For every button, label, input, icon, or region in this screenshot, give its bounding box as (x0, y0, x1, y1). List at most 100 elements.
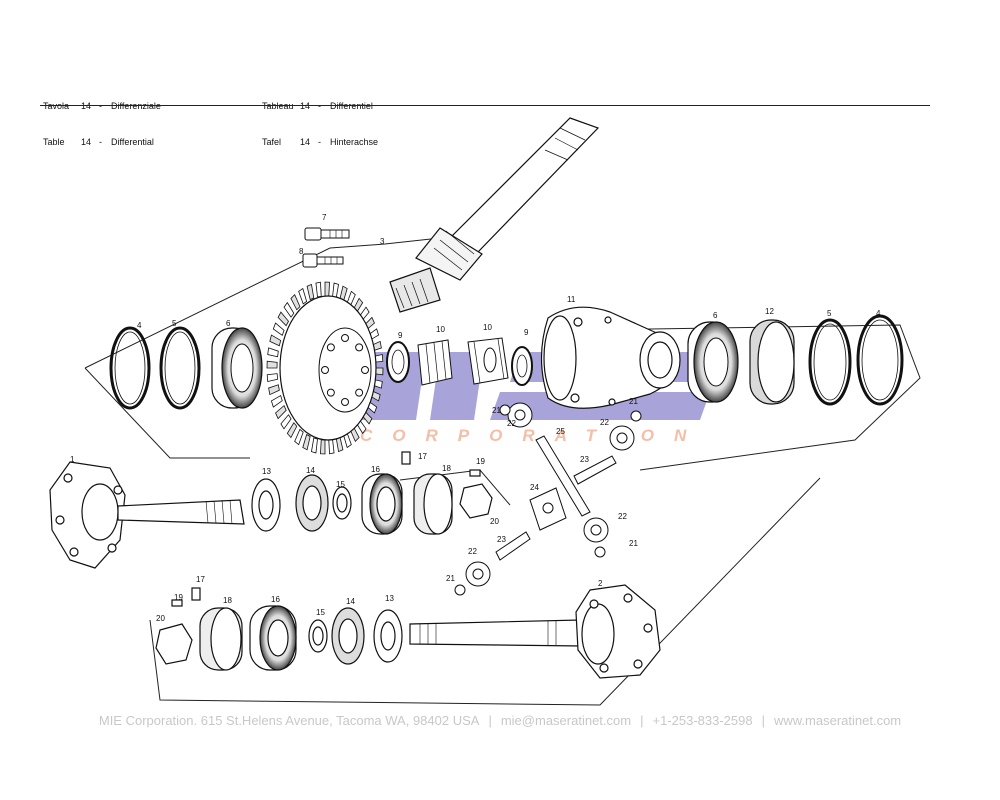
callout-number: 21 (446, 574, 455, 583)
callout-number: 14 (346, 597, 355, 606)
footer: MIE Corporation. 615 St.Helens Avenue, T… (0, 713, 1000, 728)
crown-wheel-bolt-holes (321, 334, 369, 406)
callout-number: 22 (600, 418, 609, 427)
callout-number: 25 (556, 427, 565, 436)
block-24 (529, 487, 567, 531)
header-rule (40, 105, 930, 106)
differential-housing (540, 306, 681, 409)
crown-wheel-tooth (311, 437, 318, 454)
ring-5-left (159, 326, 201, 410)
crown-wheel-tooth (266, 373, 279, 382)
bolt-8 (302, 253, 344, 268)
right-axle-parts (155, 587, 403, 671)
callout-number: 5 (172, 319, 177, 328)
callout-number: 20 (156, 614, 165, 623)
pinion-22-lower (583, 517, 609, 543)
callout-number: 10 (483, 323, 492, 332)
washer-9-right (511, 346, 533, 386)
callout-number: 20 (490, 517, 499, 526)
callout-number: 8 (299, 247, 304, 256)
callout-number: 13 (262, 467, 271, 476)
ring-5-right (808, 318, 852, 406)
callout-number: 3 (380, 237, 385, 246)
ring-15-left (332, 486, 352, 520)
crown-wheel-tooth (267, 347, 279, 358)
bearing-16-right (249, 605, 297, 671)
callout-number: 17 (418, 452, 427, 461)
left-axle (49, 461, 245, 569)
spacer-12 (749, 319, 795, 405)
bolt-17-left (401, 451, 411, 465)
callout-number: 12 (765, 307, 774, 316)
side-gear-10-left (417, 339, 453, 386)
planet-gears (454, 402, 642, 596)
side-gear-10-right (467, 337, 509, 385)
footer-email[interactable]: mie@maseratinet.com (500, 713, 632, 728)
locknut-20-right (155, 623, 193, 665)
callout-number: 21 (629, 539, 638, 548)
footer-separator: | (640, 713, 644, 728)
nut-14-left (295, 474, 329, 532)
seal-13-right (373, 609, 403, 663)
callout-number: 24 (530, 483, 539, 492)
footer-company: MIE Corporation. 615 St.Helens Avenue, T… (98, 713, 480, 728)
footer-separator: | (761, 713, 765, 728)
washer-21 (630, 410, 642, 422)
footer-phone: +1-253-833-2598 (652, 713, 753, 728)
crown-wheel-tooth (270, 394, 283, 408)
callout-number: 4 (137, 321, 142, 330)
bolt-hole (326, 388, 335, 397)
crown-wheel-tooth (280, 414, 292, 430)
bearing-6-left (211, 327, 263, 409)
callout-number: 9 (524, 328, 529, 337)
crown-wheel-tooth (290, 293, 301, 311)
crown-wheel-tooth (306, 283, 315, 301)
callout-number: 13 (385, 594, 394, 603)
crown-wheel-tooth (283, 301, 295, 318)
crown-wheel-tooth (277, 311, 289, 327)
crown-wheel-tooth (266, 360, 278, 369)
pinion-22-top (507, 402, 533, 428)
crown-wheel-tooth (302, 433, 311, 451)
callout-number: 22 (507, 419, 516, 428)
locknut-20-left (459, 483, 493, 519)
bolt-hole (341, 334, 349, 342)
bolt-17-right (191, 587, 201, 601)
bolt-hole (355, 388, 364, 397)
footer-web[interactable]: www.maseratinet.com (773, 713, 902, 728)
bolt-hole (361, 366, 369, 374)
carrier-18-left (413, 473, 453, 535)
bolt-hole (341, 398, 349, 406)
washer-9-left (386, 341, 410, 383)
watermark-bar (372, 352, 426, 420)
callout-number: 4 (876, 309, 881, 318)
seal-13-left (251, 478, 281, 532)
carrier-18-right (199, 607, 243, 671)
crown-wheel-tooth (294, 428, 304, 446)
crown-wheel-tooth (332, 282, 339, 299)
crown-wheel-tooth (298, 287, 308, 305)
crown-wheel (266, 281, 384, 455)
callout-number: 7 (322, 213, 327, 222)
shaft-23 (495, 531, 531, 561)
crown-wheel-tooth (269, 334, 282, 347)
callout-number: 16 (371, 465, 380, 474)
crown-wheel-tooth (275, 404, 287, 420)
watermark-text: CORPORATION (360, 426, 706, 445)
crown-wheel-tooth (268, 384, 280, 396)
callout-number: 10 (436, 325, 445, 334)
crown-wheel-tooth (328, 438, 335, 455)
callout-number: 15 (316, 608, 325, 617)
shaft-23 (573, 455, 617, 485)
callout-number: 15 (336, 480, 345, 489)
crown-wheel-tooth (286, 422, 298, 439)
crown-wheel-tooth (320, 439, 326, 455)
callout-number: 14 (306, 466, 315, 475)
crown-wheel-tooth (324, 281, 330, 297)
